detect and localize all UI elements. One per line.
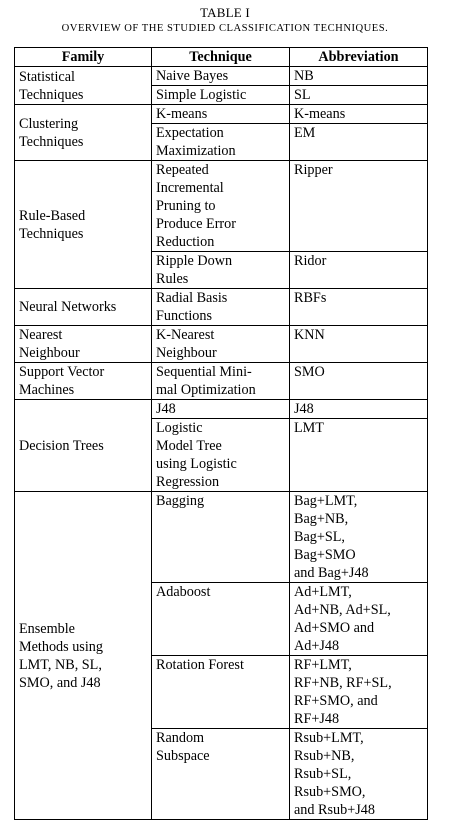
abbreviation-cell: SL bbox=[289, 85, 428, 105]
table-row: Ensemble Methods using LMT, NB, SL, SMO,… bbox=[14, 491, 428, 820]
abbreviation-cell: J48 bbox=[289, 399, 428, 419]
header-abbreviation: Abbreviation bbox=[289, 47, 428, 67]
family-cell: Statistical Techniques bbox=[14, 66, 152, 105]
abbreviation-cell: KNN bbox=[289, 325, 428, 363]
header-row: Family Technique Abbreviation bbox=[14, 47, 428, 67]
family-cell: Neural Networks bbox=[14, 288, 152, 326]
abbreviation-cell: Ad+LMT, Ad+NB, Ad+SL, Ad+SMO and Ad+J48 bbox=[289, 582, 428, 656]
family-cell: Support Vector Machines bbox=[14, 362, 152, 400]
technique-cell: Random Subspace bbox=[151, 728, 290, 820]
abbreviation-cell: Rsub+LMT, Rsub+NB, Rsub+SL, Rsub+SMO, an… bbox=[289, 728, 428, 820]
table-caption: OVERVIEW OF THE STUDIED CLASSIFICATION T… bbox=[61, 23, 389, 34]
technique-cell: Ripple Down Rules bbox=[151, 251, 290, 289]
abbreviation-cell: RF+LMT, RF+NB, RF+SL, RF+SMO, and RF+J48 bbox=[289, 655, 428, 729]
technique-cell: Simple Logistic bbox=[151, 85, 290, 105]
technique-cell: Naive Bayes bbox=[151, 66, 290, 86]
technique-cell: Repeated Incremental Pruning to Produce … bbox=[151, 160, 290, 252]
technique-cell: Rotation Forest bbox=[151, 655, 290, 729]
technique-cell: Expectation Maximization bbox=[151, 123, 290, 161]
abbreviation-cell: Ripper bbox=[289, 160, 428, 252]
abbreviation-cell: K-means bbox=[289, 104, 428, 124]
technique-cell: K-means bbox=[151, 104, 290, 124]
technique-cell: Sequential Mini- mal Optimization bbox=[151, 362, 290, 400]
technique-cell: K-Nearest Neighbour bbox=[151, 325, 290, 363]
technique-cell: J48 bbox=[151, 399, 290, 419]
abbreviation-cell: EM bbox=[289, 123, 428, 161]
family-cell: Rule-Based Techniques bbox=[14, 160, 152, 289]
family-cell: Nearest Neighbour bbox=[14, 325, 152, 363]
abbreviation-cell: Ridor bbox=[289, 251, 428, 289]
family-cell: Clustering Techniques bbox=[14, 104, 152, 161]
technique-cell: Adaboost bbox=[151, 582, 290, 656]
technique-cell: Radial Basis Functions bbox=[151, 288, 290, 326]
technique-cell: Logistic Model Tree using Logistic Regre… bbox=[151, 418, 290, 492]
abbreviation-cell: Bag+LMT, Bag+NB, Bag+SL, Bag+SMO and Bag… bbox=[289, 491, 428, 583]
abbreviation-cell: RBFs bbox=[289, 288, 428, 326]
technique-cell: Bagging bbox=[151, 491, 290, 583]
table-number: TABLE I bbox=[200, 5, 250, 20]
table-row: Logistic Model Tree using Logistic Regre… bbox=[15, 418, 428, 492]
header-family: Family bbox=[14, 47, 152, 67]
abbreviation-cell: SMO bbox=[289, 362, 428, 400]
classification-techniques-table: Family Technique Abbreviation Statistica… bbox=[14, 47, 428, 820]
family-cell: Ensemble Methods using LMT, NB, SL, SMO,… bbox=[14, 491, 152, 820]
abbreviation-cell: LMT bbox=[289, 418, 428, 492]
family-cell: Decision Trees bbox=[14, 399, 152, 492]
header-technique: Technique bbox=[151, 47, 290, 67]
abbreviation-cell: NB bbox=[289, 66, 428, 86]
